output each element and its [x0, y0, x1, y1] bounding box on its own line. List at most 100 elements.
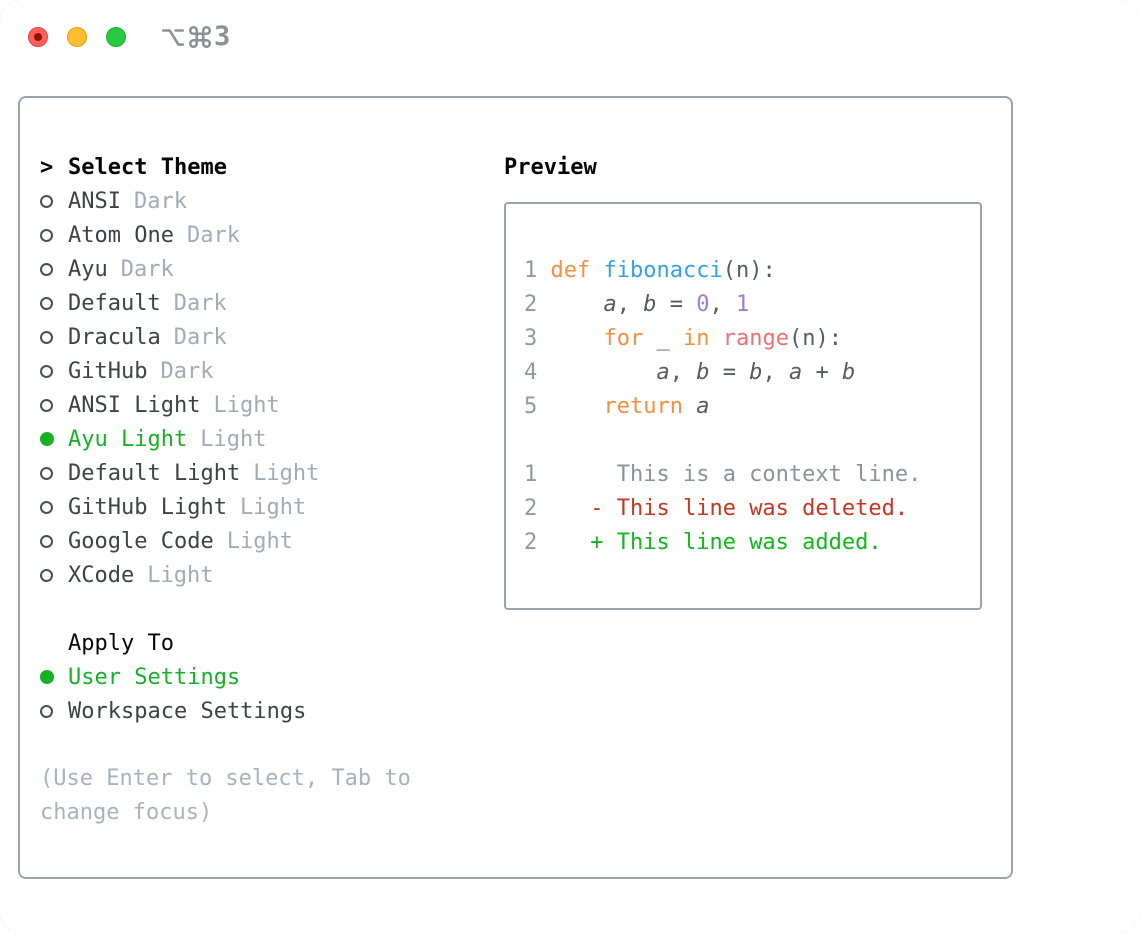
code-token: a — [788, 360, 803, 385]
option-label: Workspace Settings — [68, 698, 307, 724]
preview-header: Preview — [504, 150, 1011, 184]
line-number: 2 — [524, 530, 551, 555]
preview-line: 2 + This line was added. — [524, 526, 980, 560]
line-number: 2 — [524, 496, 551, 521]
option-key-icon — [160, 24, 186, 50]
window-title: 3 — [160, 23, 230, 51]
code-token: return — [603, 394, 683, 419]
theme-variant-tag: Light — [147, 562, 214, 588]
option-label: Ayu — [68, 256, 108, 282]
code-token: _ — [643, 326, 683, 351]
preview-line — [524, 560, 980, 594]
line-number — [524, 564, 551, 589]
code-token: , — [616, 292, 644, 317]
preview-box: 1 def fibonacci(n): 2 a, b = 0, 1 3 for _ … — [504, 202, 982, 610]
radio-icon — [40, 398, 53, 412]
radio-icon — [40, 228, 53, 242]
zoom-button[interactable] — [106, 27, 126, 47]
code-token: a — [656, 360, 670, 385]
code-token: in — [682, 326, 710, 351]
radio-icon — [40, 262, 53, 276]
radio-icon — [40, 568, 53, 582]
preview-code: 1 def fibonacci(n): 2 a, b = 0, 1 3 for _ … — [524, 220, 980, 594]
code-token — [551, 292, 604, 317]
code-token: - This line was deleted. — [590, 496, 909, 521]
radio-icon — [40, 534, 53, 548]
preview-label: Preview — [504, 154, 597, 180]
code-token — [551, 360, 657, 385]
theme-variant-tag: Light — [226, 528, 293, 554]
option-label: User Settings — [68, 664, 241, 690]
code-token: a — [603, 292, 617, 317]
code-token: fibonacci — [603, 258, 723, 283]
code-token: def — [550, 258, 591, 283]
code-token — [551, 462, 617, 487]
theme-variant-tag: Dark — [173, 324, 227, 350]
line-number — [524, 428, 551, 453]
theme-variant-tag: Dark — [173, 290, 227, 316]
command-key-icon — [187, 24, 213, 50]
code-token: + — [802, 360, 842, 385]
code-token: = — [709, 360, 750, 385]
preview-line: 1 def fibonacci(n): — [524, 254, 980, 288]
theme-variant-tag: Light — [213, 392, 280, 418]
code-token: This is a context line. — [616, 462, 922, 487]
radio-selected-icon — [40, 432, 54, 446]
line-number: 3 — [524, 326, 551, 351]
option-label: ANSI Light — [68, 392, 201, 418]
code-token — [551, 530, 591, 555]
preview-line: 4 a, b = b, a + b — [524, 356, 980, 390]
minimize-button[interactable] — [67, 27, 87, 47]
focus-cursor: > — [40, 154, 54, 180]
theme-option[interactable]: ANSI Dark — [40, 184, 504, 218]
help-text: (Use Enter to select, Tab to change focu… — [40, 766, 411, 825]
close-button[interactable] — [28, 27, 48, 47]
theme-variant-tag: Dark — [133, 188, 187, 214]
preview-line — [524, 424, 980, 458]
code-token: b — [643, 292, 657, 317]
select-theme-label: Select Theme — [68, 154, 227, 180]
option-label: Atom One — [68, 222, 174, 248]
line-number: 5 — [524, 394, 551, 419]
code-token — [551, 394, 604, 419]
select-theme-header: > Select Theme — [40, 150, 504, 184]
line-number: 1 — [524, 258, 551, 283]
theme-option[interactable]: GitHub Light Light — [40, 490, 504, 524]
preview-line — [524, 220, 980, 254]
code-token: a — [696, 394, 710, 419]
radio-icon — [40, 500, 53, 514]
theme-variant-tag: Light — [253, 460, 320, 486]
theme-variant-tag: Light — [239, 494, 307, 520]
traffic-lights — [28, 27, 126, 47]
code-token: 0 — [696, 292, 710, 317]
option-label: Dracula — [68, 324, 161, 350]
preview-line: 2 - This line was deleted. — [524, 492, 980, 526]
preview-line: 3 for _ in range(n): — [524, 322, 980, 356]
code-token — [590, 258, 603, 283]
option-label: ANSI — [68, 188, 121, 214]
option-label: Default — [68, 290, 161, 316]
theme-option[interactable]: ANSI Light Light — [40, 388, 504, 422]
option-label: GitHub — [68, 358, 148, 384]
code-token: , — [709, 292, 736, 317]
apply-option[interactable]: User Settings — [40, 660, 504, 694]
code-token: = — [656, 292, 697, 317]
option-label: GitHub Light — [68, 494, 227, 520]
preview-line: 5 return a — [524, 390, 980, 424]
preview-column: Preview 1 def fibonacci(n): 2 a, b = 0, 1… — [504, 150, 1011, 877]
theme-option[interactable]: Dracula Dark — [40, 320, 504, 354]
radio-icon — [40, 466, 53, 480]
preview-line: 1 This is a context line. — [524, 458, 980, 492]
apply-option[interactable]: Workspace Settings — [40, 694, 504, 728]
theme-option[interactable]: Default Dark — [40, 286, 504, 320]
